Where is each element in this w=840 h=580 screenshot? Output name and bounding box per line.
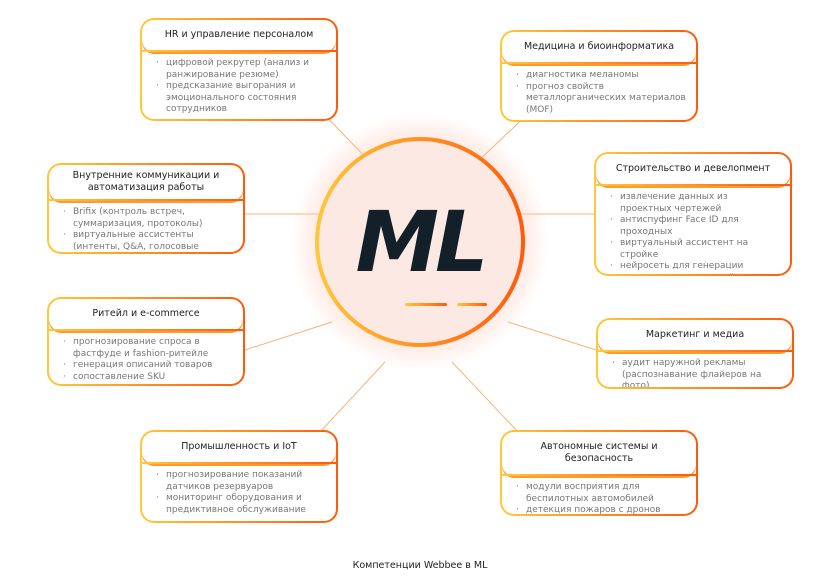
- connector-autonomous: [451, 361, 519, 433]
- area-title: Медицина и биоинформатика: [502, 32, 696, 64]
- ml-underline: [457, 303, 487, 306]
- area-card-medicine: Медицина и биоинформатика диагностика ме…: [500, 30, 698, 122]
- area-card-construction: Строительство и девелопмент извлечение д…: [594, 152, 792, 276]
- area-card-communications: Внутренние коммуникации и автоматизация …: [47, 163, 245, 254]
- area-item: детекция пожаров с дронов: [516, 505, 688, 514]
- area-title: Маркетинг и медиа: [598, 320, 792, 352]
- area-item: диагностика меланомы: [516, 70, 688, 82]
- area-card-industry: Промышленность и IoT прогнозирование пок…: [140, 430, 338, 523]
- area-item: прогнозирование показаний датчиков резер…: [156, 470, 328, 493]
- area-item: сопоставление SKU: [63, 372, 235, 384]
- area-item: аудит наружной рекламы (распознавание фл…: [612, 358, 784, 387]
- area-card-marketing: Маркетинг и медиа аудит наружной рекламы…: [596, 318, 794, 389]
- area-item: прогноз свойств металлорганических матер…: [516, 82, 688, 117]
- area-item: виртуальные ассистенты (интенты, Q&A, го…: [63, 230, 235, 252]
- area-title: Строительство и девелопмент: [596, 154, 790, 186]
- area-title: HR и управление персоналом: [142, 20, 336, 52]
- area-item: извлечение данных из проектных чертежей: [610, 192, 782, 215]
- area-item: Brifix (контроль встреч, суммаризация, п…: [63, 207, 235, 230]
- area-card-autonomous: Автономные системы и безопасность модули…: [500, 430, 698, 516]
- ml-center-circle: ML: [315, 137, 525, 347]
- connector-marketing: [507, 321, 597, 351]
- ml-logo: ML: [355, 193, 488, 291]
- area-card-retail: Ритейл и e-commerce прогнозирование спро…: [47, 297, 245, 386]
- area-title: Ритейл и e-commerce: [49, 299, 243, 331]
- area-item: прогнозирование спроса в фастфуде и fash…: [63, 337, 235, 360]
- ml-underline: [405, 303, 447, 306]
- area-title: Промышленность и IoT: [142, 432, 336, 464]
- connector-retail: [244, 321, 333, 351]
- area-card-hr: HR и управление персоналом цифровой рекр…: [140, 18, 338, 121]
- area-item: генерация описаний товаров: [63, 360, 235, 372]
- area-item: предсказание выгорания и эмоционального …: [156, 81, 328, 116]
- area-item: мониторинг оборудования и предиктивное о…: [156, 493, 328, 516]
- area-title: Внутренние коммуникации и автоматизация …: [49, 165, 243, 201]
- area-item: виртуальный ассистент на стройке: [610, 238, 782, 261]
- area-item: цифровой рекрутер (анализ и ранжирование…: [156, 58, 328, 81]
- diagram-caption: Компетенции Webbee в ML: [352, 560, 488, 571]
- area-item: нейросеть для генерации планировок помещ…: [610, 261, 782, 274]
- area-item: модули восприятия для беспилотных автомо…: [516, 482, 688, 505]
- area-title: Автономные системы и безопасность: [502, 432, 696, 476]
- connector-industry: [319, 361, 386, 433]
- area-item: антиспуфинг Face ID для проходных: [610, 215, 782, 238]
